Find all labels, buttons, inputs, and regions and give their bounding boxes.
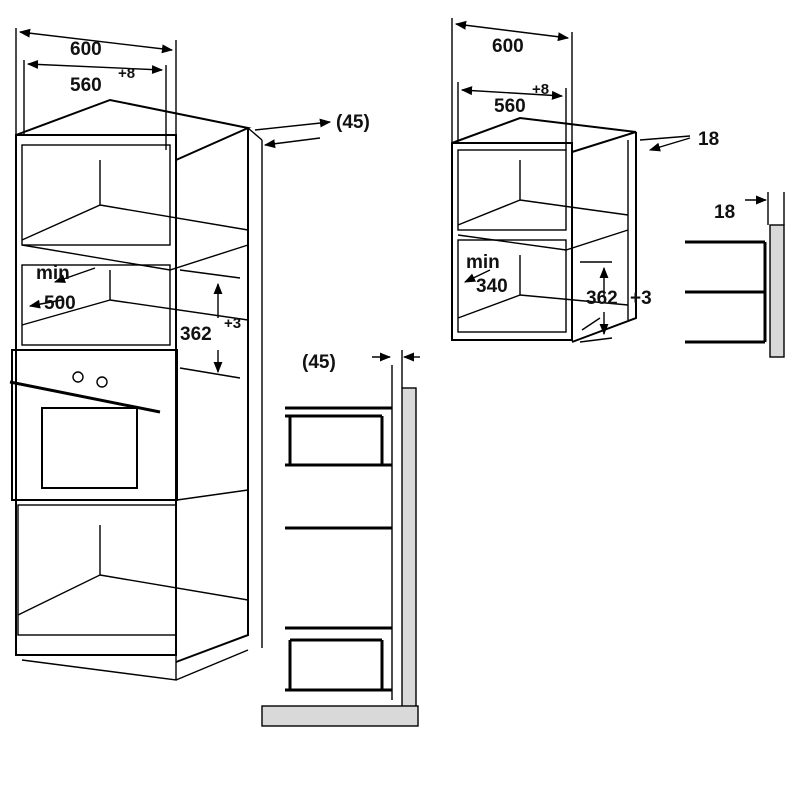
- wall-niche-height: 362: [586, 288, 618, 309]
- wall-width-inner-tol: +8: [532, 81, 549, 98]
- tall-cabinet-dimension-lines: [15, 28, 332, 379]
- wall-niche-min-value: 340: [476, 276, 508, 297]
- wall-side-thickness: 18: [714, 202, 735, 223]
- tall-width-outer: 600: [70, 39, 102, 60]
- wall-panel-thickness: 18: [698, 129, 719, 150]
- tall-niche-min-label: min: [36, 263, 70, 284]
- tall-side-view: [261, 350, 420, 727]
- tall-width-inner-tol: +8: [118, 65, 135, 82]
- wall-width-outer: 600: [492, 36, 524, 57]
- tall-niche-min-value: 500: [44, 293, 76, 314]
- tall-width-inner: 560: [70, 75, 102, 96]
- wall-cabinet-dimension-lines: [451, 18, 691, 343]
- wall-width-inner: 560: [494, 96, 526, 117]
- tall-cabinet-drawing: [9, 98, 263, 681]
- wall-cabinet-drawing: [451, 116, 637, 343]
- wall-side-view: [685, 192, 785, 358]
- tall-niche-height-tol: +3: [224, 315, 241, 332]
- tall-side-gap: (45): [302, 352, 336, 373]
- tall-niche-height: 362: [180, 324, 212, 345]
- wall-niche-min-label: min: [466, 252, 500, 273]
- tall-rear-gap: (45): [336, 112, 370, 133]
- wall-niche-height-tol: +3: [630, 288, 652, 309]
